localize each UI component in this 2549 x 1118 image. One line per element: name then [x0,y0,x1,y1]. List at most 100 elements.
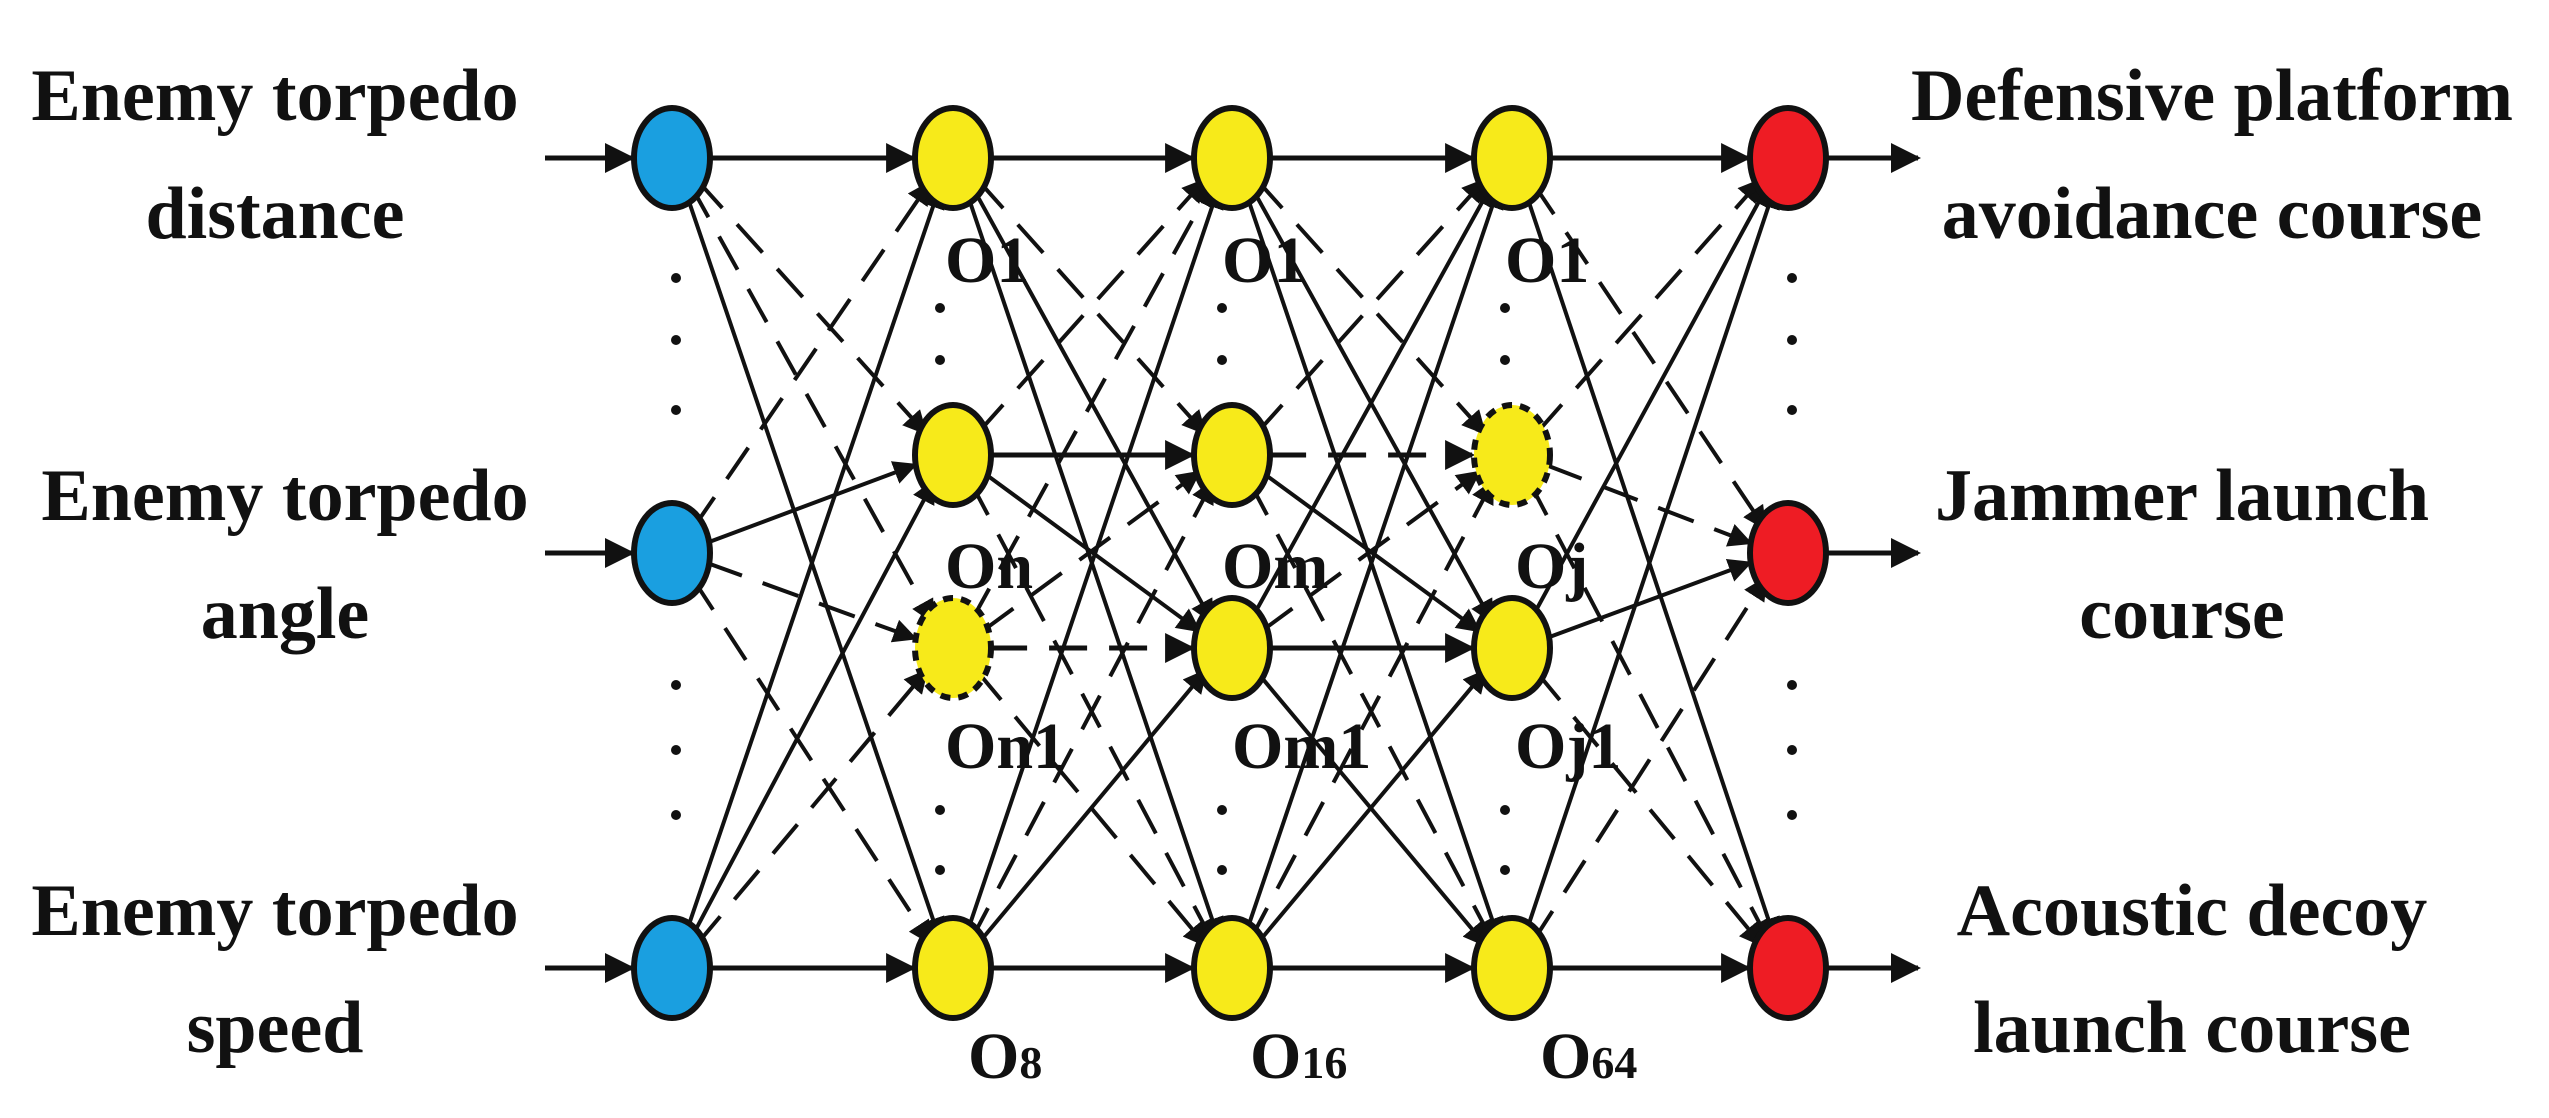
output-node-0 [1747,105,1829,211]
input-label-speed-line2: speed [187,987,364,1069]
node-label-l2-mid: Om [1222,530,1328,603]
connection-h3-1-to-output-1 [1545,463,1753,547]
h3-node-3 [1471,915,1553,1021]
node-label-l1-mid: On [945,530,1033,603]
h1-node-3 [912,915,994,1021]
h2-node-1 [1191,402,1273,508]
node-label-l3-bottom-base: O [1540,1020,1591,1093]
connection-input-1-to-h1-1 [705,461,918,545]
connection-h2-2-to-h3-0 [1248,181,1494,623]
node-label-l3-bottom: O64 [1540,1020,1637,1093]
node-label-l1-bottom-base: O [968,1020,1019,1093]
h2-node-2 [1191,595,1273,701]
h3-node-0 [1471,105,1553,211]
ellipsis-dot [671,745,681,755]
node-label-l2-bottom-base: O [1250,1020,1301,1093]
connection-input-2-to-h1-0 [681,184,945,941]
output-label-avoidance-line2: avoidance course [1942,173,2483,255]
ellipsis-dot [1217,355,1227,365]
ellipsis-dot [1217,865,1227,875]
hidden-layer-2-labels: O1 Om Om1 O16 [1222,224,1371,1093]
connection-input-1-to-h1-2 [705,560,918,643]
output-label-jammer-line1: Jammer launch [1935,455,2429,537]
node-label-l1-mid2: On1 [945,710,1066,783]
ellipsis-dot [1787,405,1797,415]
ellipsis-dot [1787,335,1797,345]
connection-h2-3-to-h3-1 [1247,479,1495,943]
h1-node-2 [912,595,994,701]
node-label-l3-bottom-sub: 64 [1591,1037,1637,1088]
h2-node-0 [1191,105,1273,211]
ellipsis-dot [1217,303,1227,313]
ellipsis-dot [671,335,681,345]
connection-h2-2-to-h3-1 [1260,470,1482,633]
output-node-2 [1747,915,1829,1021]
output-node-1 [1747,500,1829,606]
h3-node-1 [1471,402,1553,508]
connection-h3-0-to-output-1 [1531,181,1767,531]
input-node-2 [631,915,713,1021]
output-label-jammer-line2: course [2079,573,2285,655]
connection-h3-3-to-output-0 [1521,184,1780,941]
node-label-l3-mid2: Oj1 [1515,710,1621,783]
nodes [631,105,1829,1021]
connection-h1-3-to-h2-2 [975,668,1208,947]
ellipsis-dot [1787,810,1797,820]
h2-node-3 [1191,915,1273,1021]
ellipsis-dot [1787,273,1797,283]
connection-input-0-to-h1-2 [688,183,935,625]
input-label-distance-line1: Enemy torpedo [31,55,518,137]
connections [545,143,1921,983]
h3-node-2 [1471,595,1553,701]
connection-h3-1-to-output-2 [1527,480,1771,944]
connection-input-0-to-h1-1 [695,178,928,435]
connection-input-1-to-h1-0 [691,180,932,530]
input-label-angle-line1: Enemy torpedo [41,455,528,537]
ellipsis-dot [1787,680,1797,690]
connection-h3-2-to-output-1 [1545,558,1753,641]
input-label-distance-line2: distance [146,173,405,255]
node-label-l1-bottom-sub: 8 [1019,1037,1042,1088]
node-label-l1-top: O1 [945,224,1029,297]
output-labels: Defensive platform avoidance course Jamm… [1911,55,2513,1069]
ellipsis-dot [671,405,681,415]
connection-input-2-to-h1-1 [687,479,936,943]
connection-h3-1-to-output-0 [1535,178,1763,435]
output-label-decoy-line2: launch course [1973,987,2411,1069]
connection-h2-0-to-h3-1 [1255,178,1487,435]
node-label-l2-bottom: O16 [1250,1020,1347,1093]
ellipsis-dot [671,810,681,820]
hidden-layer-3-labels: O1 Oj Oj1 O64 [1505,224,1637,1093]
ellipsis-dot [1500,805,1510,815]
ellipsis-dot [1787,745,1797,755]
node-label-l2-top: O1 [1222,224,1306,297]
h1-node-0 [912,105,994,211]
hidden-layer-1-labels: O1 On On1 O8 [945,224,1066,1093]
node-label-l1-bottom: O8 [968,1020,1042,1093]
connection-h1-2-to-h2-0 [969,181,1215,623]
connection-h2-3-to-h3-0 [1241,184,1504,941]
input-node-1 [631,500,713,606]
input-labels: Enemy torpedo distance Enemy torpedo ang… [31,55,528,1069]
ellipsis-dot [935,865,945,875]
input-label-speed-line1: Enemy torpedo [31,870,518,952]
ellipsis-dot [671,680,681,690]
connection-h1-3-to-h2-1 [968,479,1215,943]
ellipsis-dot [935,355,945,365]
connection-h3-2-to-output-0 [1527,182,1771,623]
ellipsis-dot [1500,865,1510,875]
h1-node-1 [912,402,994,508]
connection-h2-3-to-h3-2 [1254,668,1488,947]
ellipsis-dot [671,273,681,283]
connection-h2-1-to-h3-0 [1255,178,1487,435]
ellipsis-dot [1500,303,1510,313]
node-label-l3-mid: Oj [1515,530,1588,603]
output-label-decoy-line1: Acoustic decoy [1957,870,2428,952]
node-label-l3-top: O1 [1505,224,1589,297]
input-label-angle-line2: angle [201,573,370,655]
node-label-l2-mid2: Om1 [1232,710,1371,783]
output-label-avoidance-line1: Defensive platform [1911,55,2513,137]
input-node-0 [631,105,713,211]
node-label-l2-bottom-sub: 16 [1301,1037,1347,1088]
